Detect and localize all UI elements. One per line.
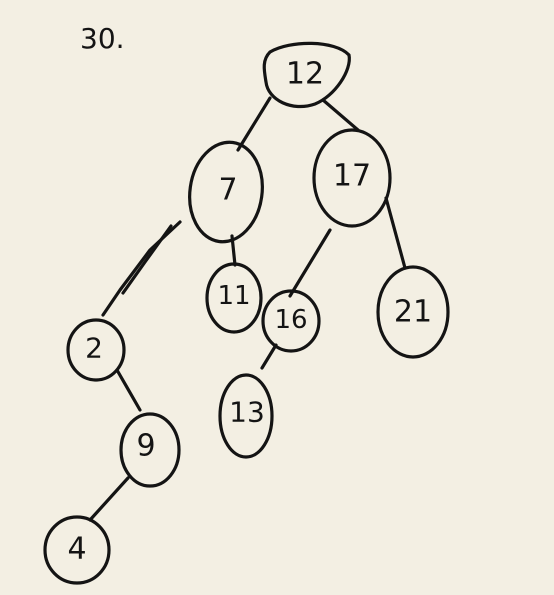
node-11-label: 11 bbox=[217, 281, 250, 311]
node-4: 4 bbox=[43, 515, 111, 585]
node-7: 7 bbox=[188, 140, 264, 244]
node-21-label: 21 bbox=[394, 295, 432, 330]
edge-7-2-stroke bbox=[121, 224, 173, 295]
edge-17-16 bbox=[288, 228, 332, 298]
node-16: 16 bbox=[261, 289, 321, 353]
node-12: 12 bbox=[262, 41, 351, 109]
edge-12-17 bbox=[321, 98, 360, 132]
question-number: 30. bbox=[80, 22, 125, 55]
node-12-label: 12 bbox=[286, 57, 324, 92]
node-13: 13 bbox=[218, 373, 274, 459]
edge-17-21 bbox=[384, 196, 407, 270]
node-2: 2 bbox=[66, 318, 126, 382]
node-9-label: 9 bbox=[136, 429, 155, 464]
edge-9-4 bbox=[88, 476, 130, 522]
node-7-label: 7 bbox=[218, 173, 237, 208]
edge-12-7 bbox=[236, 96, 272, 152]
node-16-label: 16 bbox=[274, 305, 307, 335]
node-4-label: 4 bbox=[67, 532, 86, 567]
node-9: 9 bbox=[119, 412, 181, 488]
node-17: 17 bbox=[312, 128, 392, 228]
node-21: 21 bbox=[376, 265, 450, 359]
edge-2-9 bbox=[115, 368, 142, 412]
node-2-label: 2 bbox=[85, 332, 103, 365]
node-13-label: 13 bbox=[229, 396, 265, 429]
edge-16-13 bbox=[260, 343, 278, 370]
node-17-label: 17 bbox=[333, 159, 371, 194]
node-11: 11 bbox=[205, 262, 263, 334]
